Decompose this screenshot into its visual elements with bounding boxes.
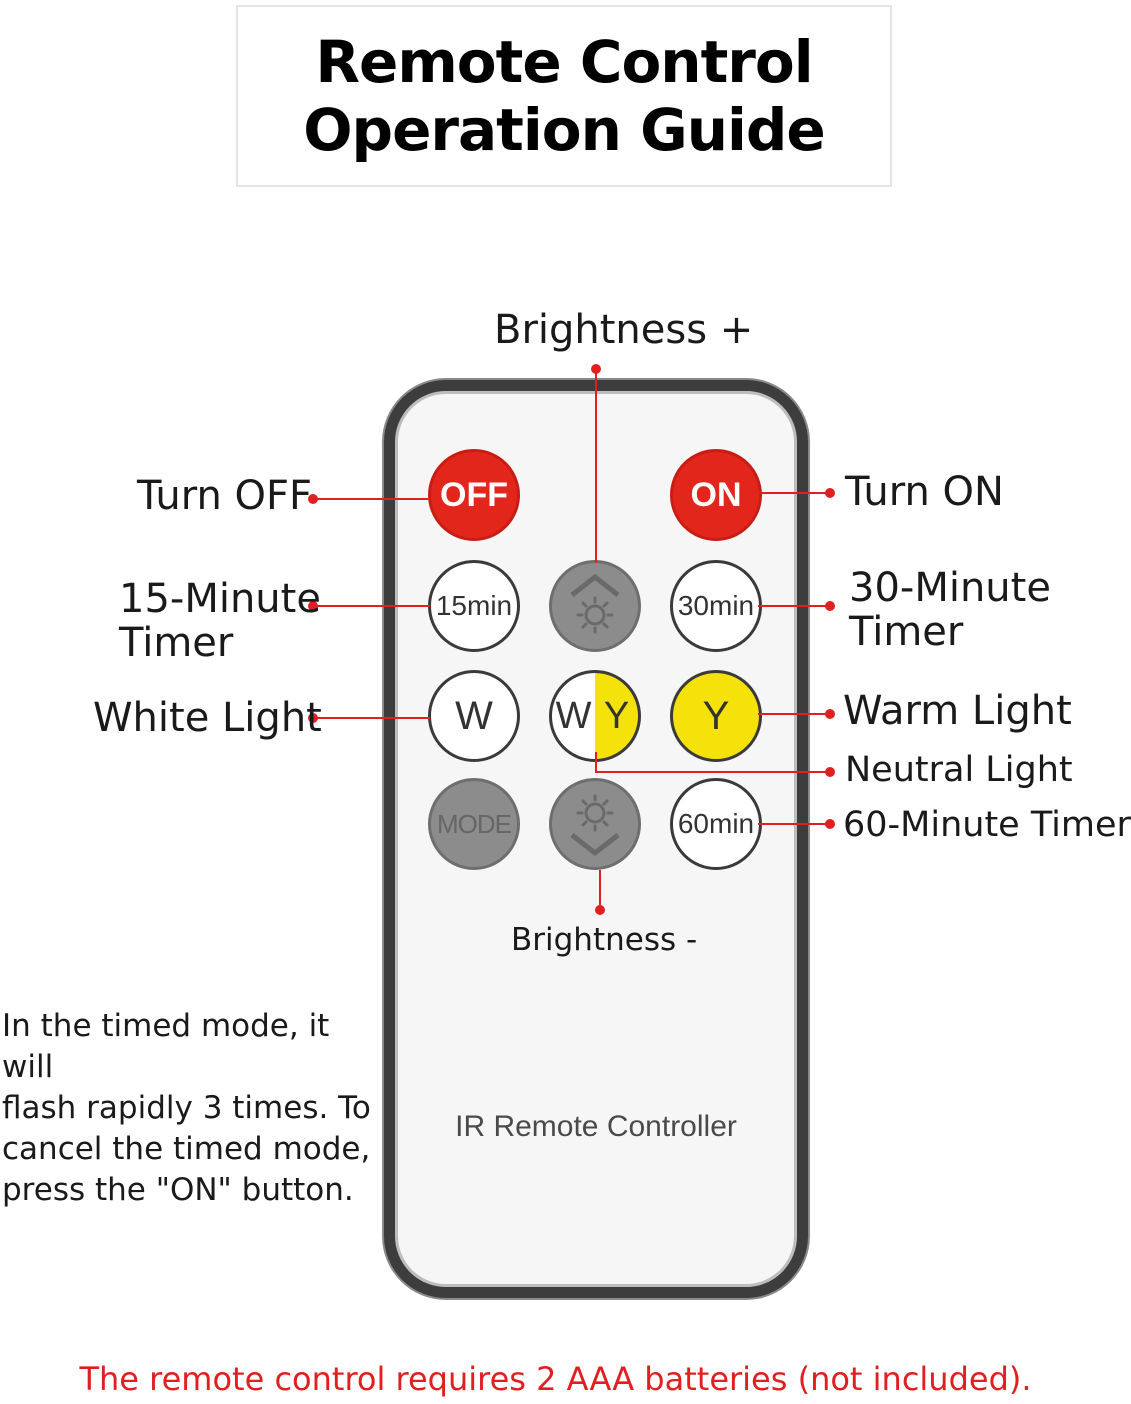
neutral-y-letter: Y — [603, 694, 630, 737]
title-box: Remote Control Operation Guide — [236, 5, 892, 187]
warm-light-button[interactable]: Y — [670, 670, 762, 762]
title-line-2: Operation Guide — [303, 96, 825, 164]
timed-mode-note: In the timed mode, it will flash rapidly… — [2, 1006, 377, 1211]
mode-button[interactable]: MODE — [428, 778, 520, 870]
note-line-3: cancel the timed mode, — [2, 1131, 371, 1167]
label-neutral-light: Neutral Light — [845, 750, 1073, 790]
label-timer15-line1: 15-Minute — [119, 576, 321, 622]
white-light-button[interactable]: W — [428, 670, 520, 762]
battery-footer-note: The remote control requires 2 AAA batter… — [79, 1360, 1032, 1398]
label-timer30-line2: Timer — [849, 609, 964, 655]
label-timer30-line1: 30-Minute — [849, 565, 1051, 611]
label-brightness-down: Brightness - — [511, 922, 698, 958]
label-turn-on: Turn ON — [845, 469, 1004, 515]
note-line-2: flash rapidly 3 times. To — [2, 1090, 371, 1126]
brightness-down-button[interactable] — [549, 778, 641, 870]
neutral-w-letter: W — [555, 694, 592, 737]
off-button[interactable]: OFF — [428, 449, 520, 541]
label-brightness-up: Brightness + — [494, 307, 754, 353]
label-turn-off: Turn OFF — [137, 473, 313, 519]
remote-label: IR Remote Controller — [455, 1110, 737, 1143]
brightness-up-icon — [570, 573, 620, 634]
label-timer15-line2: Timer — [119, 620, 234, 666]
title-line-1: Remote Control — [315, 28, 813, 96]
note-line-1: In the timed mode, it will — [2, 1008, 330, 1085]
brightness-down-icon — [570, 794, 620, 857]
label-white-light: White Light — [93, 695, 322, 741]
note-line-4: press the "ON" button. — [2, 1172, 354, 1208]
timer-30-button[interactable]: 30min — [670, 560, 762, 652]
on-button[interactable]: ON — [670, 449, 762, 541]
label-warm-light: Warm Light — [843, 688, 1072, 734]
label-timer60: 60-Minute Timer — [843, 805, 1131, 845]
